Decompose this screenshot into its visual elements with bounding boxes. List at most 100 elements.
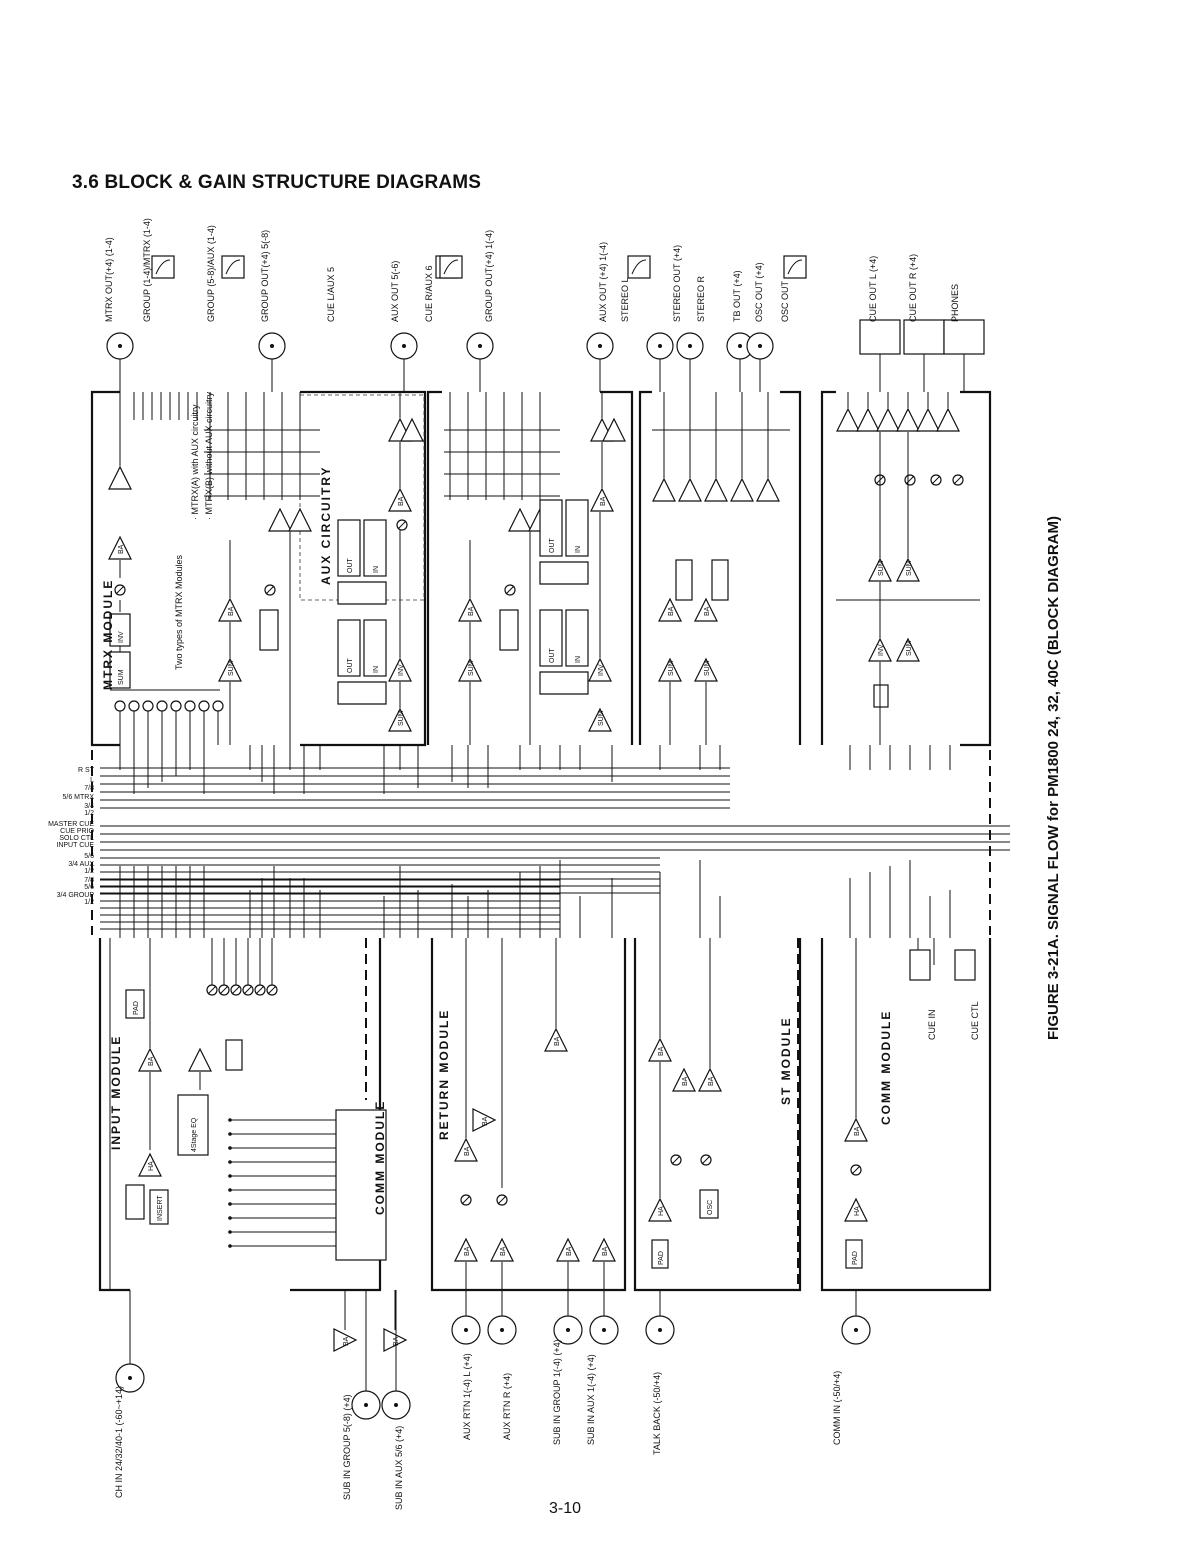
xlr-pin — [854, 1328, 858, 1332]
insert-mtrx-a-switch — [337, 581, 387, 605]
xlr-pin — [758, 344, 762, 348]
level-control-arrow — [497, 1195, 507, 1205]
amplifier-label: BA — [708, 1076, 715, 1086]
module-label-aux-circuitry: AUX CIRCUITRY — [319, 465, 333, 585]
low-level-relay-input — [225, 1039, 243, 1071]
st-out-amp — [678, 477, 702, 502]
amplifier-label: BA — [118, 544, 125, 554]
cue-out-amp — [936, 407, 960, 432]
insert-return-b-switch — [539, 671, 589, 695]
group1-fader-block — [499, 609, 519, 651]
xlr-pin — [658, 1328, 662, 1332]
cue-out-amp — [876, 407, 900, 432]
xlr-pin — [394, 1403, 398, 1407]
level-control-arrow — [115, 585, 125, 595]
bus-label: 3/4 — [84, 803, 94, 810]
sub-group-ba — [556, 1237, 580, 1262]
level-control-arrow — [255, 985, 265, 995]
comm-sum-2 — [896, 637, 920, 662]
svg-text:· MTRX(A) with AUX circuitry: · MTRX(A) with AUX circuitry — [190, 404, 200, 520]
meter-box — [439, 255, 463, 279]
cue-out-amp — [856, 407, 880, 432]
amplifier-label: BA — [682, 1076, 689, 1086]
level-control-arrow — [267, 985, 277, 995]
level-control-arrow — [397, 520, 407, 530]
xlr-pin — [402, 344, 406, 348]
bottom-input-label: TALK BACK (-50/+4) — [652, 1372, 662, 1455]
insert-mtrx-b-in — [363, 619, 387, 677]
bus-label: 1/2 — [84, 899, 94, 906]
block-label: IN — [373, 566, 380, 573]
level-control-arrow — [207, 985, 217, 995]
amplifier-label: BA — [500, 1246, 507, 1256]
top-output-label: CUE R/AUX 6 — [424, 265, 434, 322]
xlr-pin — [270, 344, 274, 348]
comm-mute-block — [335, 1109, 387, 1261]
insert-mtrx-b-out — [337, 619, 361, 677]
block-label: IN — [575, 656, 582, 663]
amplifier-label: BA — [343, 1336, 350, 1346]
insert-return-a-out — [539, 499, 563, 557]
bus-label: R ST — [78, 767, 95, 774]
st-out-amp — [704, 477, 728, 502]
top-output-label: PHONES — [950, 284, 960, 322]
bus-label: 7/8 — [84, 785, 94, 792]
return-r-ba — [490, 1237, 514, 1262]
group1-ba — [458, 597, 482, 622]
amplifier-label: BA — [468, 606, 475, 616]
mtrx-ba — [108, 535, 132, 560]
mtrx-source-level — [198, 700, 210, 712]
bottom-input-label: AUX RTN R (+4) — [502, 1373, 512, 1440]
xlr-pin — [364, 1403, 368, 1407]
top-output-label: CUE L/AUX 5 — [326, 267, 336, 322]
amplifier-label: SUM — [906, 640, 913, 656]
group5-ba — [218, 597, 242, 622]
top-output-label: GROUP OUT(+4) 5(-8) — [260, 230, 270, 322]
amplifier-label: HA — [854, 1206, 861, 1216]
level-control-arrow — [851, 1165, 861, 1175]
level-control-arrow — [243, 985, 253, 995]
amplifier-label: SUM — [398, 710, 405, 726]
top-output-label: MTRX OUT(+4) (1-4) — [104, 237, 114, 322]
bus-label: 5/6 — [84, 884, 94, 891]
block-label: IN — [373, 666, 380, 673]
amplifier-label: SUM — [906, 560, 913, 576]
bus-label: MASTER CUE — [48, 821, 94, 828]
cue-in-jack — [909, 949, 931, 981]
module-frames — [90, 390, 992, 1292]
top-output-label: CUE OUT R (+4) — [908, 254, 918, 322]
cue-ctl-jack — [954, 949, 976, 981]
bottom-input-label: SUB IN AUX 5/6 (+4) — [394, 1426, 404, 1510]
block-label: PAD — [852, 1251, 859, 1265]
bottom-input-label: CUE IN — [927, 1009, 937, 1040]
amplifier-label: BA — [668, 606, 675, 616]
xlr-pin — [566, 1328, 570, 1332]
module-label-return: RETURN MODULE — [437, 1009, 451, 1140]
mtrx-source-level — [114, 700, 126, 712]
group1-sum — [458, 657, 482, 682]
amplifier-label: SUM — [668, 660, 675, 676]
block-label: OUT — [549, 538, 556, 554]
ch-pad — [125, 989, 145, 1019]
comm-ha — [844, 1197, 868, 1222]
page-number: 3-10 — [548, 1500, 582, 1517]
amplifier-label: BA — [482, 1116, 489, 1126]
bus-label: INPUT CUE — [56, 842, 94, 849]
level-control-arrow — [671, 1155, 681, 1165]
meter-needle — [225, 259, 241, 275]
top-output-label: GROUP (5-8)/AUX (1-4) — [206, 225, 216, 322]
mtrx-source-level — [184, 700, 196, 712]
level-control-arrow — [219, 985, 229, 995]
module-label-comm: COMM MODULE — [879, 1010, 893, 1125]
level-control-arrow — [265, 585, 275, 595]
return-cue-ba — [544, 1027, 568, 1052]
bus-label: 1/2 — [84, 810, 94, 817]
bottom-input-labels: CH IN 24/32/40-1 (-60~+14)SUB IN GROUP 5… — [114, 1001, 980, 1510]
bottom-input-label: AUX RTN 1(-4) L (+4) — [462, 1353, 472, 1440]
level-control-arrow — [931, 475, 941, 485]
input-module-frame — [98, 938, 130, 1292]
osc-block — [699, 1189, 719, 1219]
insert-mtrx-b-switch — [337, 681, 387, 705]
meter-needle — [787, 259, 803, 275]
mtrx-source-level — [142, 700, 154, 712]
